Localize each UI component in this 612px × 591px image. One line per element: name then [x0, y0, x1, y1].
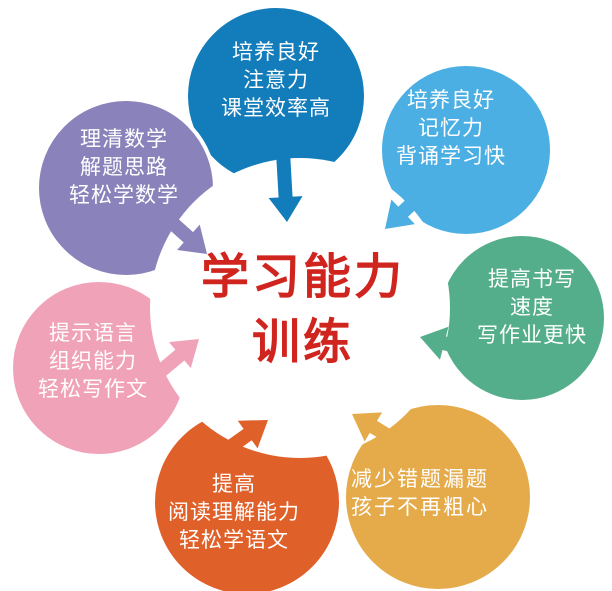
label-line: 轻松写作文 [38, 377, 148, 401]
label-line: 轻松学语文 [179, 528, 289, 552]
label-line: 理清数学 [80, 128, 168, 152]
label-line: 记忆力 [418, 117, 484, 141]
label-line: 提高书写 [488, 268, 576, 292]
diagram-title-line: 训练 [251, 316, 355, 369]
label-line: 孩子不再粗心 [351, 496, 489, 519]
petal-writing-speed-label: 提高书写 速度 写作业更快 [477, 266, 587, 350]
label-line: 写作业更快 [477, 323, 587, 347]
petal-attention-circle [184, 4, 368, 188]
petal-memory-label: 培养良好 记忆力 背诵学习快 [396, 87, 506, 171]
petal-math-label: 理清数学 解题思路 轻松学数学 [69, 126, 179, 210]
arrow-reading-icon [207, 420, 268, 466]
petal-attention-label: 培养良好 注意力 课堂效率高 [221, 39, 331, 123]
label-line: 轻松学数学 [69, 183, 179, 207]
label-line: 背诵学习快 [396, 144, 506, 168]
petal-carefulness-label: 减少错题漏题 孩子不再粗心 [351, 466, 489, 522]
label-line: 培养良好 [407, 89, 495, 113]
label-line: 解题思路 [80, 156, 168, 180]
arrow-language-icon [144, 339, 199, 387]
arrow-attention-icon [268, 151, 303, 222]
label-line: 阅读理解能力 [168, 501, 300, 525]
diagram-title: 学习能力 训练 [201, 246, 405, 376]
label-line: 速度 [510, 296, 554, 320]
petal-language-label: 提示语言 组织能力 轻松写作文 [38, 320, 148, 404]
label-line: 提示语言 [49, 322, 137, 346]
arrow-memory-icon [385, 183, 432, 229]
label-line: 课堂效率高 [221, 96, 331, 120]
arrow-math-icon [154, 205, 207, 254]
label-line: 组织能力 [49, 350, 137, 374]
label-line: 提高 [212, 473, 256, 497]
label-line: 培养良好 [232, 41, 320, 65]
petal-reading-label: 提高 阅读理解能力 轻松学语文 [168, 471, 300, 555]
label-line: 减少错题漏题 [351, 468, 489, 492]
arrow-carefulness-icon [352, 412, 414, 455]
diagram-title-line: 学习能力 [200, 251, 406, 305]
arrow-writing-speed-icon [420, 326, 484, 360]
label-line: 注意力 [243, 69, 309, 93]
